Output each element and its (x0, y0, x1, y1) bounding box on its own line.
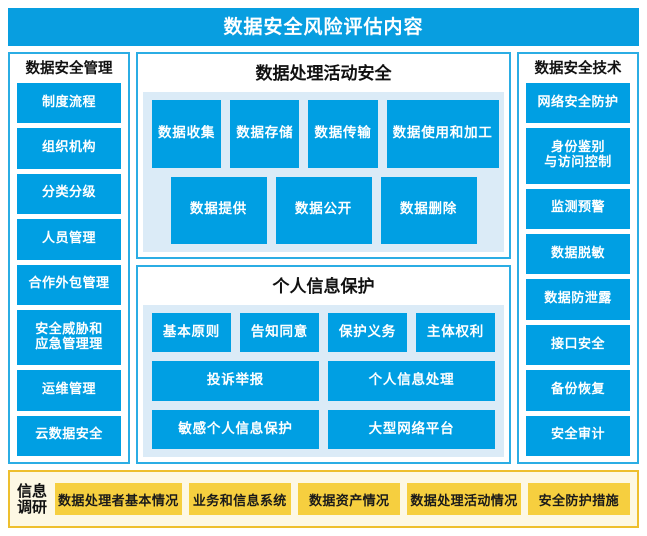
survey-item-4[interactable]: 安全防护措施 (527, 483, 630, 515)
center-panel-1-row-0: 数据收集 数据存储 数据传输 数据使用和加工 (152, 100, 499, 168)
panel-data-security-management: 数据安全管理 制度流程 组织机构 分类分级 人员管理 合作外包管理 安全威胁和 … (8, 52, 130, 464)
right-item-5[interactable]: 接口安全 (526, 324, 630, 366)
right-item-6[interactable]: 备份恢复 (526, 370, 630, 411)
right-item-3[interactable]: 数据脱敏 (526, 234, 630, 275)
right-column-items: 网络安全防护 身份鉴别 与访问控制 监测预警 数据脱敏 数据防泄露 接口安全 备… (526, 82, 630, 456)
left-item-3[interactable]: 人员管理 (17, 219, 121, 260)
left-item-2[interactable]: 分类分级 (17, 173, 121, 215)
center-p2-r2-item-0[interactable]: 敏感个人信息保护 (152, 409, 319, 449)
survey-bar-items: 数据处理者基本情况 业务和信息系统 数据资产情况 数据处理活动情况 安全防护措施 (55, 483, 630, 515)
center-p2-r2-item-1[interactable]: 大型网络平台 (328, 409, 495, 449)
left-column-heading: 数据安全管理 (25, 61, 113, 77)
center-p1-r1-item-0[interactable]: 数据提供 (170, 176, 267, 244)
survey-item-3[interactable]: 数据处理活动情况 (407, 483, 521, 515)
center-p1-r0-item-2[interactable]: 数据传输 (308, 100, 378, 168)
center-panel-2-row-1: 投诉举报 个人信息处理 (152, 361, 495, 401)
left-item-6[interactable]: 运维管理 (17, 370, 121, 411)
page-title: 数据安全风险评估内容 (223, 15, 424, 38)
center-panel-2-row-0: 基本原则 告知同意 保护义务 主体权利 (152, 313, 495, 353)
right-column-heading: 数据安全技术 (534, 61, 622, 77)
center-p2-r1-item-1[interactable]: 个人信息处理 (328, 361, 495, 401)
page-title-banner: 数据安全风险评估内容 (8, 8, 639, 46)
left-item-5[interactable]: 安全威胁和 应急管理理 (17, 309, 121, 366)
center-p2-r0-item-2[interactable]: 保护义务 (328, 313, 407, 353)
center-p1-r0-item-0[interactable]: 数据收集 (152, 100, 222, 168)
center-panel-1-row-1: 数据提供 数据公开 数据删除 (152, 176, 495, 244)
left-item-0[interactable]: 制度流程 (17, 82, 121, 124)
survey-bar-label: 信息 调研 (17, 481, 48, 516)
center-panel-1-body: 数据收集 数据存储 数据传输 数据使用和加工 数据提供 数据公开 数据删除 (143, 92, 504, 252)
center-p2-r0-item-3[interactable]: 主体权利 (416, 313, 495, 353)
right-item-4[interactable]: 数据防泄露 (526, 279, 630, 320)
center-p1-r0-item-1[interactable]: 数据存储 (230, 100, 300, 168)
survey-item-2[interactable]: 数据资产情况 (298, 483, 401, 515)
panel-data-security-technology: 数据安全技术 网络安全防护 身份鉴别 与访问控制 监测预警 数据脱敏 数据防泄露… (517, 52, 639, 464)
right-item-7[interactable]: 安全审计 (526, 415, 630, 456)
survey-item-0[interactable]: 数据处理者基本情况 (55, 483, 182, 515)
three-column-area: 数据安全管理 制度流程 组织机构 分类分级 人员管理 合作外包管理 安全威胁和 … (8, 52, 639, 464)
center-p2-r0-item-1[interactable]: 告知同意 (240, 313, 319, 353)
center-p1-r1-item-2[interactable]: 数据删除 (380, 176, 477, 244)
survey-bar: 信息 调研 数据处理者基本情况 业务和信息系统 数据资产情况 数据处理活动情况 … (8, 470, 639, 528)
center-panel-1-heading: 数据处理活动安全 (255, 64, 392, 84)
panel-personal-information-protection: 个人信息保护 基本原则 告知同意 保护义务 主体权利 投诉举报 个人信息处理 敏… (136, 265, 511, 464)
right-item-2[interactable]: 监测预警 (526, 188, 630, 230)
center-panel-2-heading: 个人信息保护 (272, 277, 375, 297)
center-panel-2-row-2: 敏感个人信息保护 大型网络平台 (152, 409, 495, 449)
center-p2-r0-item-0[interactable]: 基本原则 (152, 313, 231, 353)
panel-data-processing-activity-security: 数据处理活动安全 数据收集 数据存储 数据传输 数据使用和加工 数据提供 数据公… (136, 52, 511, 259)
center-panel-2-body: 基本原则 告知同意 保护义务 主体权利 投诉举报 个人信息处理 敏感个人信息保护… (143, 305, 504, 457)
center-p1-r0-item-3[interactable]: 数据使用和加工 (386, 100, 499, 168)
center-column: 数据处理活动安全 数据收集 数据存储 数据传输 数据使用和加工 数据提供 数据公… (136, 52, 511, 464)
left-item-1[interactable]: 组织机构 (17, 128, 121, 169)
left-column-items: 制度流程 组织机构 分类分级 人员管理 合作外包管理 安全威胁和 应急管理理 运… (17, 82, 121, 456)
survey-item-1[interactable]: 业务和信息系统 (188, 483, 292, 515)
left-item-7[interactable]: 云数据安全 (17, 415, 121, 456)
right-item-1[interactable]: 身份鉴别 与访问控制 (526, 128, 630, 184)
center-p2-r1-item-0[interactable]: 投诉举报 (152, 361, 319, 401)
right-item-0[interactable]: 网络安全防护 (526, 82, 630, 124)
center-p1-r1-item-1[interactable]: 数据公开 (275, 176, 372, 244)
left-item-4[interactable]: 合作外包管理 (17, 264, 121, 305)
